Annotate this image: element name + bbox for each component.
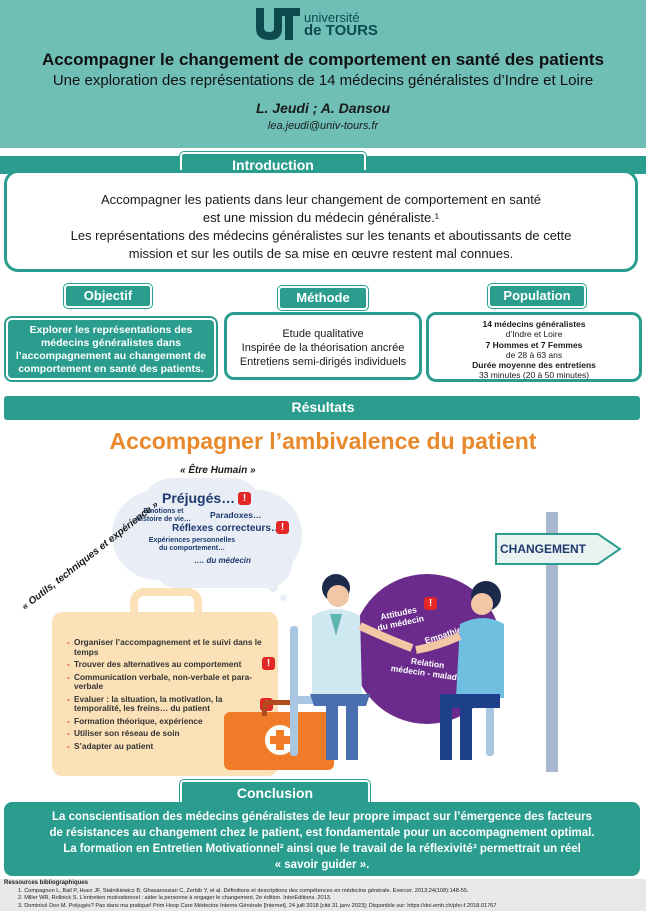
changement-sign-icon (495, 533, 622, 565)
reference-item: 1. Compagnon L, Bail P, Huez JF, Stalnik… (18, 887, 469, 894)
thought-cloud (112, 478, 302, 588)
references-box: Ressources bibliographiques 1. Compagnon… (0, 879, 646, 911)
warning-icon: ! (276, 521, 289, 534)
population-n1: d’Indre et Loire (505, 329, 563, 340)
poster-subtitle: Une exploration des représentations de 1… (52, 72, 594, 89)
tool-item: Organiser l’accompagnement et le suivi d… (67, 637, 264, 657)
population-b2: 7 Hommes et 7 Femmes (485, 339, 583, 350)
warning-icon: ! (424, 597, 437, 610)
reflexes-label: Réflexes correcteurs… (172, 523, 281, 534)
reference-item: 2. Miller WR, Rollnick S. L’entretien mo… (18, 895, 332, 901)
university-logo: université de TOURS (252, 4, 392, 44)
tool-item: Evaluer : la situation, la motivation, l… (67, 694, 264, 714)
poster-title: Accompagner le changement de comportemen… (41, 50, 605, 69)
tools-list: Organiser l’accompagnement et le suivi d… (67, 637, 264, 752)
objectif-line2: médecins généralistes dans (40, 337, 182, 349)
du-medecin-label: …. du médecin (194, 556, 251, 565)
emotions-label: Emotions et Histoire de vie… (136, 508, 191, 524)
methode-line2: Inspirée de la théorisation ancrée (241, 342, 405, 354)
intro-line1: Accompagner les patients dans leur chang… (100, 192, 542, 207)
references-title: Ressources bibliographiques (4, 880, 89, 886)
resultats-bar (4, 396, 640, 420)
objectif-line4: comportement en santé des patients. (18, 363, 204, 375)
conclusion-line3: La formation en Entretien Motivationnel²… (63, 843, 581, 855)
methode-title: Méthode (278, 286, 368, 310)
tool-item: Communication verbale, non-verbale et pa… (67, 672, 264, 692)
objectif-line1: Explorer les représentations des (29, 324, 193, 336)
resultats-heading: Accompagner l’ambivalence du patient (109, 428, 537, 454)
population-b1: 14 médecins généralistes (482, 319, 586, 329)
changement-label: CHANGEMENT (500, 542, 586, 556)
paradoxes-label: Paradoxes… (210, 510, 262, 520)
header-banner (0, 0, 646, 148)
logo-line1: université (304, 10, 360, 25)
methode-box: Etude qualitative Inspirée de la théoris… (224, 312, 422, 380)
population-n2: de 28 à 63 ans (505, 349, 563, 360)
experiences-label: Expériences personnelles du comportement… (142, 537, 242, 553)
methode-line1: Etude qualitative (282, 328, 364, 340)
experiences-line2: du comportement… (158, 545, 226, 552)
population-title: Population (488, 284, 586, 308)
intro-line3: Les représentations des médecins général… (70, 228, 572, 243)
experiences-line1: Expériences personnelles (148, 537, 236, 544)
objectif-box: Explorer les représentations des médecin… (6, 318, 216, 380)
tool-item: Trouver des alternatives au comportement (67, 659, 264, 670)
intro-line4: mission et sur les outils de sa mise en … (128, 246, 514, 261)
ut-logo-icon (256, 8, 300, 40)
sign-post (546, 512, 558, 772)
medical-cross-icon (265, 725, 295, 755)
thought-bubble-dot (268, 582, 278, 592)
reference-item: 3. Dominicé Deo M. Préjugés? Pas dans ma… (18, 902, 497, 909)
warning-icon: ! (238, 492, 251, 505)
author-email[interactable]: lea.jeudi@univ-tours.fr (267, 120, 379, 132)
prejuges-label: Préjugés… (162, 490, 236, 506)
emotions-line1: Emotions et (143, 508, 184, 515)
conclusion-line4: « savoir guider ». (274, 859, 370, 871)
authors: L. Jeudi ; A. Dansou (255, 100, 391, 116)
conclusion-line2: de résistances au changement chez le pat… (49, 827, 595, 839)
tool-item: Utiliser son réseau de soin (67, 728, 264, 739)
population-box: 14 médecins généralistes d’Indre et Loir… (426, 312, 642, 382)
tool-item: S’adapter au patient (67, 741, 264, 752)
introduction-box: Accompagner les patients dans leur chang… (4, 170, 638, 272)
population-n3: 33 minutes (20 à 50 minutes) (478, 370, 590, 381)
emotions-line2: Histoire de vie… (136, 516, 191, 523)
etre-humain-label: « Être Humain » (180, 465, 256, 476)
objectif-title: Objectif (64, 284, 152, 308)
tool-bag-handle (130, 588, 202, 620)
objectif-line3: l’accompagnement au changement de (15, 350, 207, 362)
population-b3: Durée moyenne des entretiens (472, 360, 596, 371)
resultats-title: Résultats (291, 399, 355, 415)
conclusion-box: La conscientisation des médecins général… (4, 802, 640, 876)
thought-bubble-dot (280, 594, 287, 601)
tool-item: Formation théorique, expérience (67, 716, 264, 727)
warning-icon: ! (262, 657, 275, 670)
intro-line2: est une mission du médecin généraliste.¹ (202, 210, 440, 225)
conclusion-line1: La conscientisation des médecins général… (51, 811, 593, 823)
logo-line2: de TOURS (304, 22, 378, 39)
doctor-patient-illustration (290, 574, 504, 760)
methode-line3: Entretiens semi-dirigés individuels (239, 356, 407, 368)
